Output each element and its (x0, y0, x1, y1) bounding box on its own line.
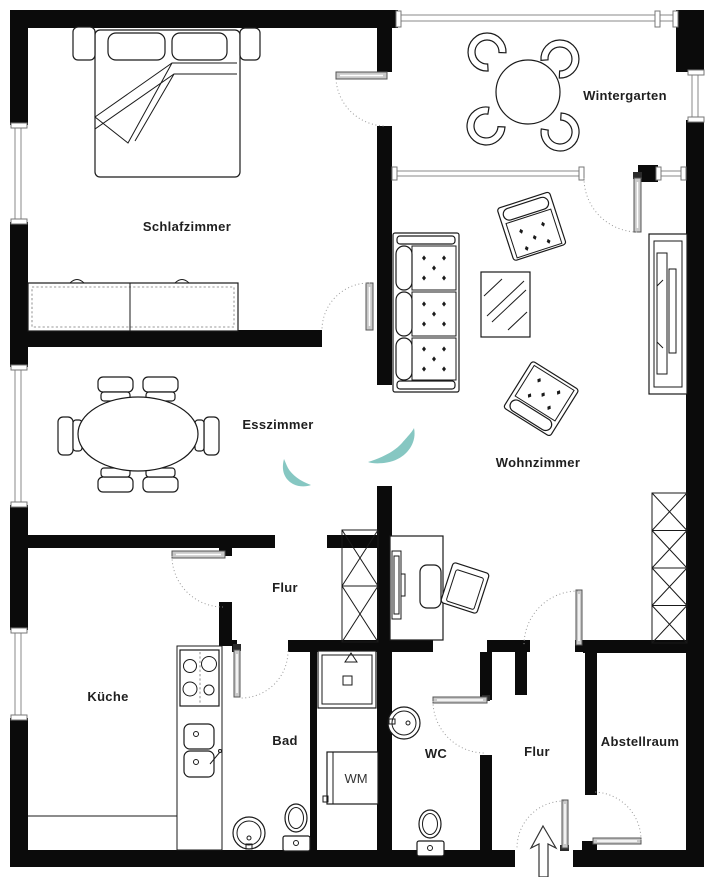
tv-sideboard (648, 233, 688, 395)
label-schlafzimmer: Schlafzimmer (143, 219, 231, 234)
wc-sink (387, 706, 421, 740)
bathroom-sink-round (232, 816, 266, 850)
windows (10, 10, 705, 721)
pillow (171, 32, 228, 61)
label-flur-mitte: Flur (272, 580, 298, 595)
label-wintergarten: Wintergarten (583, 88, 667, 103)
outer-walls (10, 10, 704, 867)
sideboard (27, 279, 239, 332)
wardrobe-tall (651, 492, 688, 644)
toilet-bad (282, 803, 311, 852)
kitchen-sink (183, 723, 222, 778)
doors (171, 71, 642, 851)
watermark-logo (282, 428, 415, 487)
round-table (495, 59, 561, 125)
sofa-pattern (422, 255, 446, 372)
armchair-top (497, 191, 567, 261)
coffee-table (480, 271, 531, 338)
door-esszimmer (321, 282, 374, 331)
dining-chair (97, 376, 134, 402)
pillow (107, 32, 166, 61)
washing-machine-label: WM (344, 771, 367, 786)
washing-machine: WM (322, 751, 379, 805)
sofa (392, 232, 460, 393)
door-flur (523, 589, 583, 646)
dining-chair (142, 376, 179, 402)
round-chair (540, 112, 580, 152)
door-bad (233, 644, 289, 699)
label-kueche: Küche (87, 689, 128, 704)
dining-chair (194, 416, 220, 456)
dining-chair (97, 467, 134, 493)
label-esszimmer: Esszimmer (242, 417, 313, 432)
desk-pad (419, 564, 442, 609)
round-chair (467, 32, 507, 72)
watermark-swoosh-large (368, 428, 415, 464)
label-wc: WC (425, 746, 448, 761)
label-abstellraum: Abstellraum (601, 734, 679, 749)
nightstand-right (239, 27, 261, 61)
armchair-bottom (503, 361, 579, 437)
wardrobe-small (341, 529, 379, 643)
toilet-wc (416, 809, 445, 857)
label-bad: Bad (272, 733, 297, 748)
round-chair (540, 39, 580, 79)
door-kueche (171, 550, 226, 608)
door-wintergarten (583, 172, 642, 233)
interior-walls (24, 28, 687, 852)
door-schlafzimmer (335, 71, 388, 127)
entrance-arrow (529, 824, 558, 877)
desk (389, 535, 444, 641)
round-chair (466, 106, 506, 146)
dining-table (77, 396, 199, 472)
desk-chair (440, 562, 490, 614)
watermark-swoosh-small (282, 459, 311, 487)
kitchen-counter (28, 645, 223, 851)
wintergarten-set (466, 32, 580, 152)
blanket-fold (94, 62, 237, 144)
nightstand-left (72, 26, 96, 61)
room-labels: Schlafzimmer Wintergarten Esszimmer Wohn… (87, 88, 679, 761)
label-wohnzimmer: Wohnzimmer (496, 455, 580, 470)
dining-set (57, 376, 220, 493)
stove (179, 649, 220, 707)
bed (72, 26, 261, 178)
label-flur-eingang: Flur (524, 744, 550, 759)
shower (317, 650, 377, 709)
dining-chair (142, 467, 179, 493)
door-entrance (516, 799, 569, 851)
door-wc (432, 695, 490, 754)
door-abstellraum (592, 791, 642, 845)
